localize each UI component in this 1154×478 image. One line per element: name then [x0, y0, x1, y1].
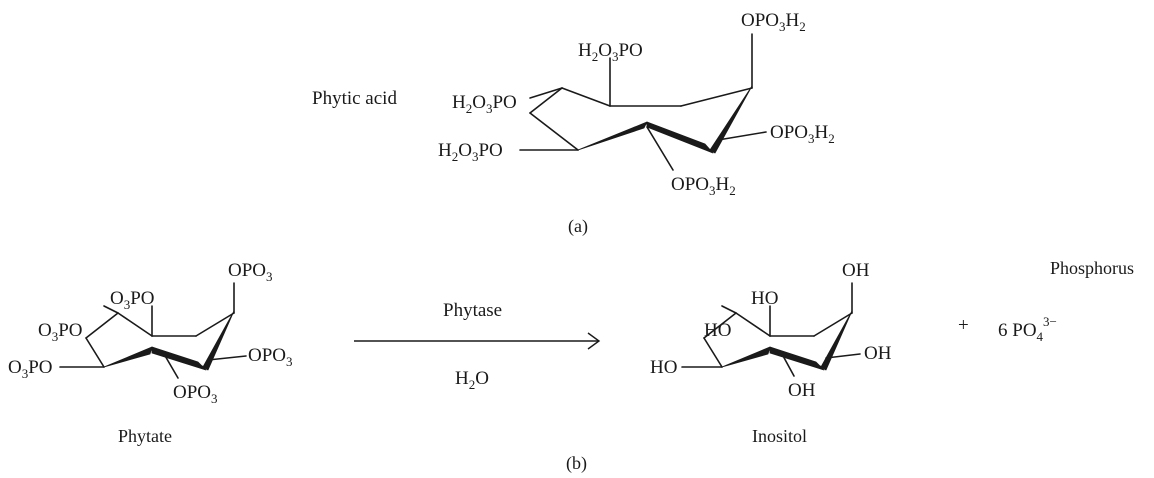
hydroxyl-low-left: HO — [650, 357, 677, 378]
phosphate-ion-right: OPO3 — [248, 345, 293, 369]
wedge-bond — [769, 346, 825, 371]
wedge-bond — [151, 346, 207, 371]
phosphate-ion-low-left: O3PO — [8, 357, 53, 381]
phosphate-group-right: OPO3H2 — [770, 122, 835, 146]
phytic-acid-ring — [529, 85, 753, 154]
hydroxyl-right: OH — [864, 343, 892, 364]
inositol-label: Inositol — [752, 426, 807, 446]
hydroxyl-mid-left: HO — [704, 320, 731, 341]
phosphate-group-upper-left: H2O3PO — [578, 40, 643, 64]
phytate-ring — [85, 310, 235, 371]
water-label: H2O — [455, 368, 489, 392]
inositol-ring — [703, 310, 853, 371]
wedge-bond — [202, 310, 235, 371]
wedge-bond — [721, 346, 771, 368]
phosphate-product: 6 PO43− — [998, 314, 1057, 344]
wedge-bond — [646, 121, 714, 154]
phosphorus-label: Phosphorus — [1050, 258, 1134, 278]
phosphate-ion-mid-left: O3PO — [38, 320, 83, 344]
caption-b: (b) — [566, 453, 587, 474]
phytic-acid-title: Phytic acid — [312, 88, 397, 109]
inositol-structure: OH HO HO HO OH OH Inositol — [650, 260, 892, 446]
wedge-bond — [103, 346, 153, 368]
caption-a: (a) — [568, 216, 588, 237]
wedge-bond — [820, 310, 853, 371]
wedge-bond — [709, 85, 753, 154]
phytic-acid-structure: Phytic acid OPO3H2 H2O3PO H2O3PO H2O3PO … — [312, 10, 835, 237]
arrow-head-icon — [587, 332, 601, 350]
phosphate-group-low-left: H2O3PO — [438, 140, 503, 164]
wedge-bond — [577, 121, 648, 151]
phosphate-group-bottom: OPO3H2 — [671, 174, 736, 198]
phosphate-group-top-right: OPO3H2 — [741, 10, 806, 34]
phosphate-group-mid-left: H2O3PO — [452, 92, 517, 116]
phytate-structure: OPO3 O3PO O3PO O3PO OPO3 OPO3 Phytate — [8, 260, 293, 446]
hydroxyl-bottom: OH — [788, 380, 816, 401]
plus-sign: + — [958, 315, 969, 336]
hydroxyl-top-right: OH — [842, 260, 870, 281]
phosphate-ion-upper-left: O3PO — [110, 288, 155, 312]
phosphate-ion-bottom: OPO3 — [173, 382, 218, 406]
phosphate-ion-top-right: OPO3 — [228, 260, 273, 284]
hydroxyl-upper-left: HO — [751, 288, 778, 309]
enzyme-label: Phytase — [443, 300, 502, 321]
phytate-label: Phytate — [118, 426, 172, 446]
reaction-arrow: Phytase H2O — [354, 300, 601, 392]
